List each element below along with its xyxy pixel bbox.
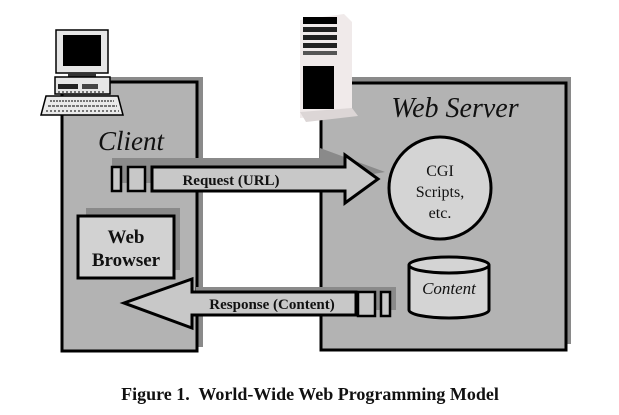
- cgi-scripts-node: CGI Scripts, etc.: [387, 135, 493, 241]
- tower-base: [300, 108, 358, 122]
- figure-caption: Figure 1. World-Wide Web Programming Mod…: [121, 384, 499, 404]
- monitor-screen: [63, 35, 101, 66]
- content-cylinder-top: [407, 255, 491, 275]
- web-browser-body: [76, 214, 176, 280]
- web-browser-label-line2: Browser: [92, 250, 161, 271]
- cgi-label-line2: Scripts,: [416, 184, 464, 201]
- request-arrow-label: Request (URL): [182, 173, 279, 189]
- request-arrow-shape: [150, 152, 381, 206]
- cgi-label-line3: etc.: [429, 205, 452, 222]
- response-arrow-shape: [119, 276, 358, 331]
- client-label: Client: [98, 126, 165, 156]
- response-arrow-label: Response (Content): [209, 297, 334, 313]
- request-packet-large: [126, 165, 147, 193]
- desktop-computer-icon: [40, 29, 124, 116]
- cpu-drive-2: [82, 84, 98, 89]
- web-browser-box: Web Browser: [76, 208, 180, 280]
- response-packet-small: [379, 290, 392, 318]
- cgi-scripts-circle: [387, 135, 493, 241]
- response-packet-large: [356, 290, 377, 318]
- content-cylinder-body: [407, 265, 491, 320]
- tower-bay-2: [303, 35, 337, 40]
- monitor-stand: [68, 73, 96, 77]
- response-arrow: Response (Content): [119, 276, 396, 331]
- cpu-drive: [58, 84, 78, 89]
- content-label: Content: [422, 279, 477, 298]
- tower-top-panel: [303, 17, 337, 24]
- web-browser-label-line1: Web: [108, 227, 145, 248]
- tower-bay-1: [303, 27, 337, 32]
- request-packet-small: [110, 165, 123, 193]
- web-server-label: Web Server: [391, 93, 518, 124]
- tower-bay-4: [303, 51, 337, 55]
- tower-bay-3: [303, 43, 337, 48]
- cgi-label-line1: CGI: [426, 163, 454, 180]
- tower-lower-panel: [303, 66, 334, 109]
- request-arrow: Request (URL): [110, 148, 385, 206]
- server-tower-icon: [300, 14, 358, 122]
- content-database: Content: [407, 255, 491, 320]
